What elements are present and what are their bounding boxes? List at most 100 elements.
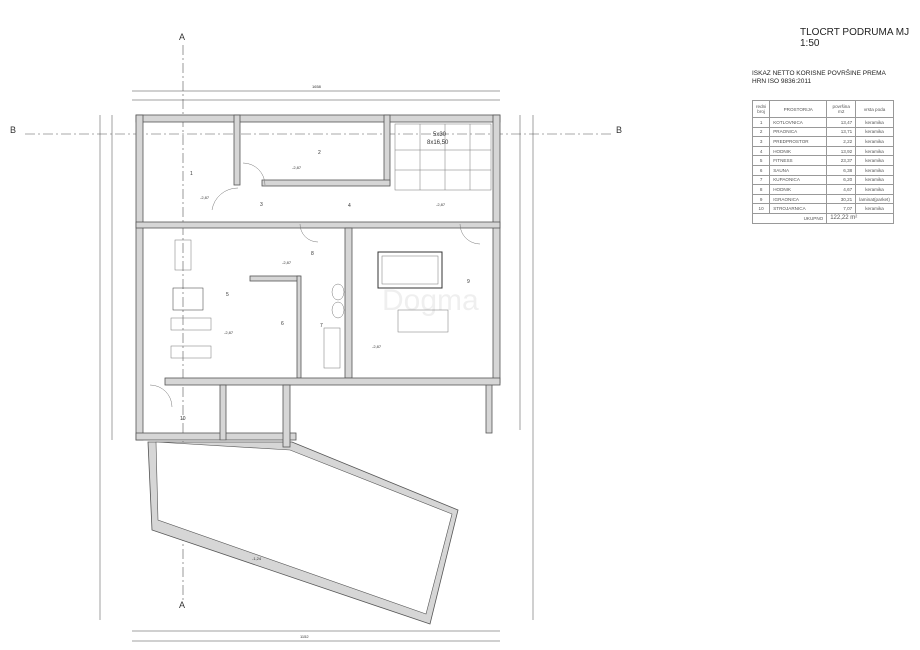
section-b-left-label: B [10,125,16,135]
dim-top-total: 1658 [312,84,322,89]
row-number: 3 [751,136,771,147]
row-area: 2,22 [826,136,857,147]
row-room: SAUNA [769,164,828,176]
row-room: STROJARNICA [769,203,828,214]
wall-room2-right [383,114,391,186]
stairs [394,123,492,191]
row-floor: keramika [855,184,894,195]
row-number: 5 [751,155,771,166]
level-mark: -2,87 [292,165,302,170]
row-area: 7,07 [826,203,857,214]
row-floor: keramika [855,155,894,166]
room-number-4: 4 [348,203,351,209]
row-number: 6 [751,164,771,176]
row-number: 10 [751,203,771,214]
wall-top [135,114,501,123]
room-number-3: 3 [260,202,263,208]
drawing-title: TLOCRT PODRUMA MJ 1:50 [800,27,910,49]
room-number-8: 8 [311,251,314,257]
row-floor: keramika [855,117,894,128]
wall-lower [164,377,501,386]
pool-basin [155,441,453,615]
header-floor: vrsta poda [855,100,894,118]
area-summary-heading: ISKAZ NETTO KORISNE POVRŠINE PREMA HRN I… [752,70,886,86]
room-number-7: 7 [320,323,323,329]
row-number: 1 [751,117,771,128]
header-area: površina m2 [826,100,857,118]
row-area: 4,67 [826,184,857,195]
room-number-2: 2 [318,150,321,156]
doors [149,162,481,408]
dimension-lines [99,90,534,642]
wall-sauna-right [296,275,302,379]
level-mark: -2,87 [200,195,210,200]
wall-room9-left [344,227,353,379]
row-room: HODNIK [769,184,828,195]
wall-right-lower [485,382,493,434]
furniture [170,239,449,369]
row-floor: keramika [855,203,894,214]
row-number: 9 [751,193,771,205]
watermark-logo: Dogma [382,284,479,317]
wall-lower-mid [282,384,291,448]
pool-level-mark: -1,24 [252,556,262,561]
row-area: 13,47 [826,117,857,128]
row-floor: keramika [855,145,894,157]
row-room: PREDPROSTOR [769,136,828,147]
row-area: 13,71 [826,126,857,138]
row-room: KUPAONICA [769,174,828,186]
area-table: redni broj PROSTORIJA površina m2 vrsta … [751,100,894,224]
section-a-bottom-label: A [179,600,185,610]
stairs-note-1: 5x30 [433,132,447,138]
area-summary-heading-line1: ISKAZ NETTO KORISNE POVRŠINE PREMA [752,70,886,77]
dim-bottom-total: 1152 [300,634,309,639]
section-b-right-label: B [616,125,622,135]
row-floor: keramika [855,126,894,138]
wall-room2-bottom [261,179,391,187]
row-floor: keramika [855,136,894,147]
row-area: 6,38 [826,164,857,176]
row-number: 8 [751,184,771,195]
wall-middle [135,221,501,229]
header-room: PROSTORIJA [769,100,828,118]
level-mark: -2,87 [372,344,382,349]
room-number-10: 10 [180,416,186,422]
row-area: 13,92 [826,145,857,157]
row-number: 4 [751,145,771,157]
row-room: KOTLOVNICA [769,117,828,128]
total-value: 122,22 m² [826,212,894,224]
wall-room10-right [219,384,227,441]
wall-room1-right [233,114,241,186]
wall-left [135,114,144,441]
total-label: UKUPNO [751,212,828,224]
level-mark: -2,87 [224,330,234,335]
row-area: 6,20 [826,174,857,186]
room-number-6: 6 [281,321,284,327]
level-mark: -2,87 [282,260,292,265]
section-a-top-label: A [179,32,185,42]
room-number-1: 1 [190,171,193,177]
row-room: PRAONICA [769,126,828,138]
wall-sauna-top [249,275,301,282]
area-summary-heading-line2: HRN ISO 9836:2011 [752,78,812,85]
room-number-5: 5 [226,292,229,298]
row-area: 30,21 [826,193,857,205]
row-number: 7 [751,174,771,186]
row-area: 23,37 [826,155,857,166]
wall-right [492,114,501,384]
level-mark: -2,87 [436,202,446,207]
room-number-9: 9 [467,279,470,285]
wall-bottom [135,432,297,441]
row-number: 2 [751,126,771,138]
